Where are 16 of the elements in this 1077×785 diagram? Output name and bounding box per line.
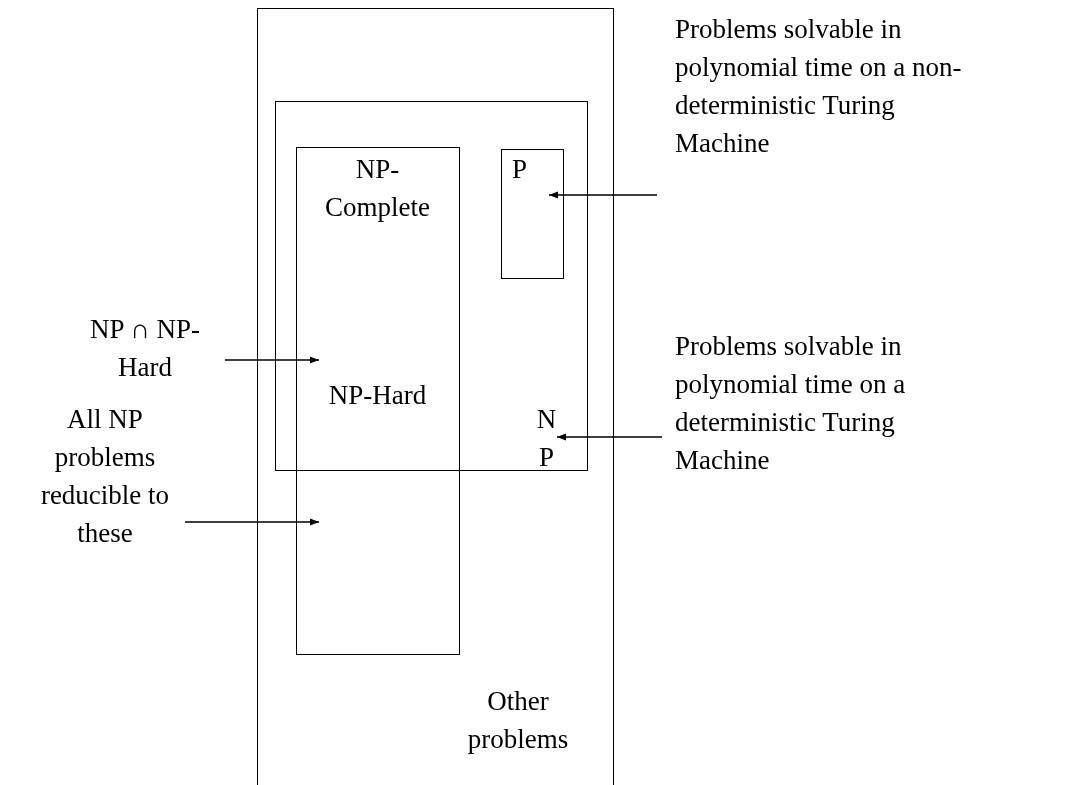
set-label: NP-Complete [324,153,431,224]
set-label: NP-Hard [327,379,428,412]
annotation-text: NP ∩ NP-Hard [70,310,220,386]
set-rectangle [296,147,460,655]
arrow [556,433,663,441]
arrow [184,518,320,526]
annotation-text: Problems solvable in polynomial time on a deterministic Turing Machine [675,327,995,479]
arrow [548,191,658,199]
set-label: NP [535,403,558,474]
annotation-text: Problems solvable in polynomial time on a non-deterministic Turing Machine [659,10,974,205]
set-rectangle [275,101,588,471]
annotation-text: All NP problems reducible to these [30,400,180,552]
set-label: P [512,153,529,186]
set-rectangle [501,149,564,279]
arrow [224,356,320,364]
set-label: Other problems [466,685,570,756]
